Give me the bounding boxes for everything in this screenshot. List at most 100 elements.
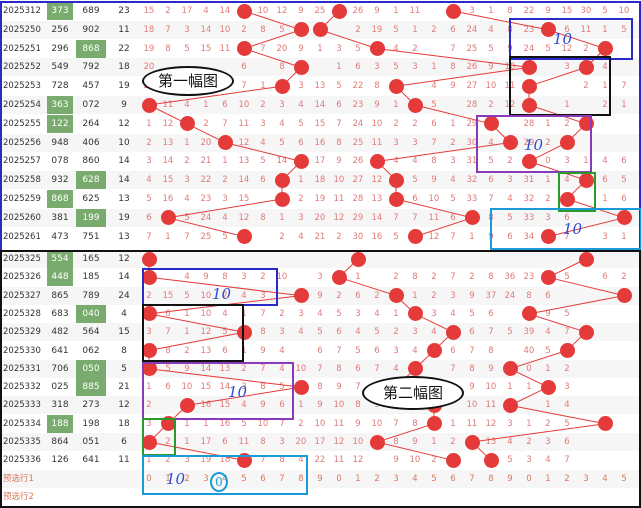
- number-b: 885: [76, 378, 106, 397]
- omission-cell: 5: [184, 43, 190, 54]
- omission-cell: 0: [146, 473, 152, 484]
- omission-cell: 8: [260, 437, 266, 447]
- omission-cell: 7: [374, 363, 380, 374]
- sum-value: 10: [118, 137, 130, 148]
- omission-cell: 14: [219, 6, 231, 16]
- omission-cell: 3: [355, 308, 361, 319]
- number-a: 549: [51, 62, 69, 73]
- sum-value: 12: [118, 118, 130, 129]
- number-a: 932: [51, 175, 69, 186]
- omission-cell: 5: [621, 175, 627, 186]
- omission-cell: 1: [621, 100, 627, 110]
- number-a: 078: [51, 156, 69, 167]
- issue-number: 2025254: [3, 100, 41, 110]
- omission-cell: 5: [336, 81, 342, 92]
- omission-cell: 25: [352, 137, 364, 148]
- omission-cell: 14: [371, 212, 383, 223]
- omission-cell: 8: [165, 43, 171, 54]
- sum-value: 12: [118, 254, 130, 264]
- omission-cell: 10: [466, 400, 478, 411]
- omission-cell: 5: [507, 327, 513, 338]
- omission-cell: 3: [393, 345, 399, 356]
- number-a: 381: [51, 212, 69, 223]
- omission-cell: 7: [336, 345, 342, 356]
- omission-cell: 9: [507, 473, 513, 484]
- omission-cell: 8: [526, 290, 532, 301]
- omission-cell: 30: [352, 231, 364, 242]
- omission-cell: 4: [374, 308, 380, 319]
- omission-cell: 1: [412, 24, 418, 35]
- sum-value: 11: [118, 24, 130, 35]
- sum-value: 14: [118, 272, 130, 283]
- issue-number: 预选行2: [3, 491, 34, 502]
- omission-cell: 8: [279, 455, 285, 466]
- omission-cell: 27: [352, 175, 364, 186]
- omission-cell: 11: [409, 6, 421, 16]
- omission-cell: 16: [314, 137, 326, 148]
- omission-cell: 10: [333, 175, 345, 186]
- issue-number: 2025253: [3, 81, 41, 92]
- omission-cell: 21: [200, 156, 212, 167]
- omission-cell: 10: [219, 24, 231, 35]
- omission-cell: 1: [602, 81, 608, 92]
- omission-cell: 32: [466, 175, 478, 186]
- number-b: 625: [82, 194, 100, 204]
- issue-number: 2025336: [3, 455, 41, 466]
- omission-cell: 1: [545, 473, 551, 484]
- omission-cell: 7: [488, 327, 494, 338]
- sum-value: 19: [118, 81, 130, 92]
- omission-cell: 7: [621, 81, 627, 92]
- omission-cell: 4: [317, 308, 323, 319]
- omission-cell: 15: [314, 118, 326, 129]
- omission-cell: 3: [583, 473, 589, 484]
- number-b: 040: [76, 304, 106, 323]
- omission-cell: 1: [203, 418, 209, 429]
- omission-cell: 26: [352, 156, 364, 167]
- omission-cell: 2: [222, 175, 228, 186]
- number-b: 062: [82, 345, 100, 356]
- omission-cell: 5: [317, 327, 323, 338]
- omission-cell: 7: [469, 345, 475, 356]
- issue-number: 2025333: [3, 400, 41, 411]
- sum-value: 14: [118, 175, 130, 186]
- omission-cell: 15: [561, 6, 573, 16]
- issue-number: 2025256: [3, 137, 41, 148]
- omission-cell: 9: [469, 290, 475, 301]
- omission-cell: 8: [374, 81, 380, 92]
- omission-cell: 3: [279, 327, 285, 338]
- omission-cell: 5: [393, 24, 399, 35]
- issue-number: 2025330: [3, 345, 41, 356]
- omission-cell: 5: [355, 345, 361, 356]
- number-a: 025: [51, 382, 69, 393]
- omission-cell: 32: [523, 194, 535, 204]
- omission-cell: 8: [336, 137, 342, 148]
- omission-cell: 3: [203, 473, 209, 484]
- draw-row: 20253255541651228: [0, 250, 641, 268]
- number-a: 868: [47, 190, 73, 208]
- omission-cell: 9: [355, 418, 361, 429]
- omission-cell: 23: [523, 272, 535, 283]
- annotation-box-blue-1: [509, 18, 633, 60]
- omission-cell: 6: [602, 175, 608, 186]
- omission-cell: 3: [184, 175, 190, 186]
- hand-note-4: 10: [212, 285, 232, 303]
- omission-cell: 2: [431, 24, 437, 35]
- omission-cell: 9: [260, 345, 266, 356]
- omission-cell: 1: [146, 455, 152, 466]
- omission-cell: 11: [333, 194, 345, 204]
- omission-cell: 11: [333, 418, 345, 429]
- sum-value: 12: [118, 400, 130, 411]
- omission-cell: 11: [371, 137, 383, 148]
- omission-cell: 3: [374, 62, 380, 73]
- omission-cell: 10: [352, 437, 364, 447]
- omission-cell: 9: [374, 100, 380, 110]
- omission-cell: 6: [146, 212, 152, 223]
- omission-cell: 29: [352, 212, 364, 223]
- omission-cell: 5: [507, 212, 513, 223]
- omission-cell: 19: [314, 194, 326, 204]
- omission-cell: 3: [146, 327, 152, 338]
- hand-note-6: 10: [166, 470, 186, 488]
- issue-number: 2025261: [3, 231, 41, 242]
- omission-cell: 9: [317, 473, 323, 484]
- sum-value: 23: [118, 6, 130, 16]
